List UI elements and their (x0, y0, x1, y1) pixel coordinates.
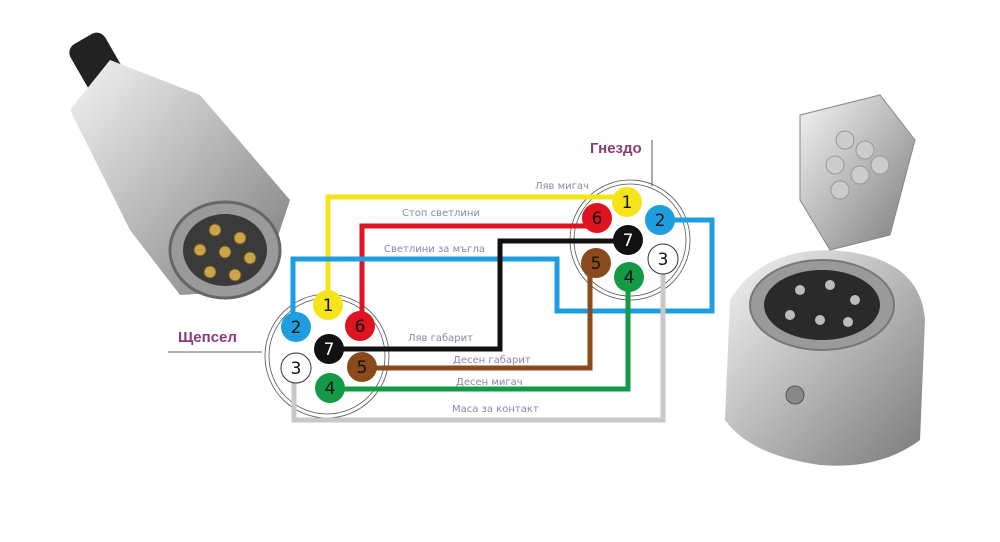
plug-pin-1-label: 1 (323, 296, 334, 316)
wire-pin-3 (291, 259, 666, 423)
socket-pin-7-label: 7 (623, 231, 634, 251)
plug-pin-4-label: 4 (325, 379, 336, 399)
socket-pin-6-label: 6 (592, 209, 603, 229)
wire-label-left-marker: Ляв габарит (408, 333, 473, 344)
plug-pin-3-label: 3 (291, 359, 302, 379)
wire-pin-7 (329, 238, 628, 352)
plug-pin-5-label: 5 (357, 358, 368, 378)
socket-pins: 1 2 3 4 5 6 7 (581, 187, 679, 292)
plug-pins: 1 2 3 4 5 6 7 (280, 290, 377, 403)
socket-pin-4-label: 4 (624, 268, 635, 288)
wire-pin-2 (290, 217, 715, 327)
wire-label-ground: Маса за контакт (452, 404, 539, 415)
socket-pin-5-label: 5 (591, 254, 602, 274)
socket-pin-3-label: 3 (658, 250, 669, 270)
wire-label-left-turn: Ляв мигач (535, 181, 589, 192)
socket-pin-2-label: 2 (655, 211, 666, 231)
socket-title: Гнездо (590, 140, 642, 157)
wire-label-brake-lights: Стоп светлини (402, 208, 480, 219)
plug-photo (69, 32, 290, 300)
plug-pin-6-label: 6 (355, 317, 366, 337)
plug-pin-2-label: 2 (291, 318, 302, 338)
wire-pin-1 (325, 194, 627, 305)
wire-pin-6 (359, 223, 597, 326)
socket-pin-1-label: 1 (622, 193, 633, 213)
wire-pin-5 (362, 263, 593, 371)
wire-label-right-marker: Десен габарит (453, 355, 531, 366)
wire-label-fog-lights: Светлини за мъгла (384, 244, 485, 255)
socket-photo (725, 94, 925, 466)
wire-label-right-turn: Десен мигач (456, 377, 523, 388)
plug-title: Щепсел (178, 329, 237, 346)
wire-pin-4 (330, 278, 631, 392)
plug-pin-7-label: 7 (324, 340, 335, 360)
